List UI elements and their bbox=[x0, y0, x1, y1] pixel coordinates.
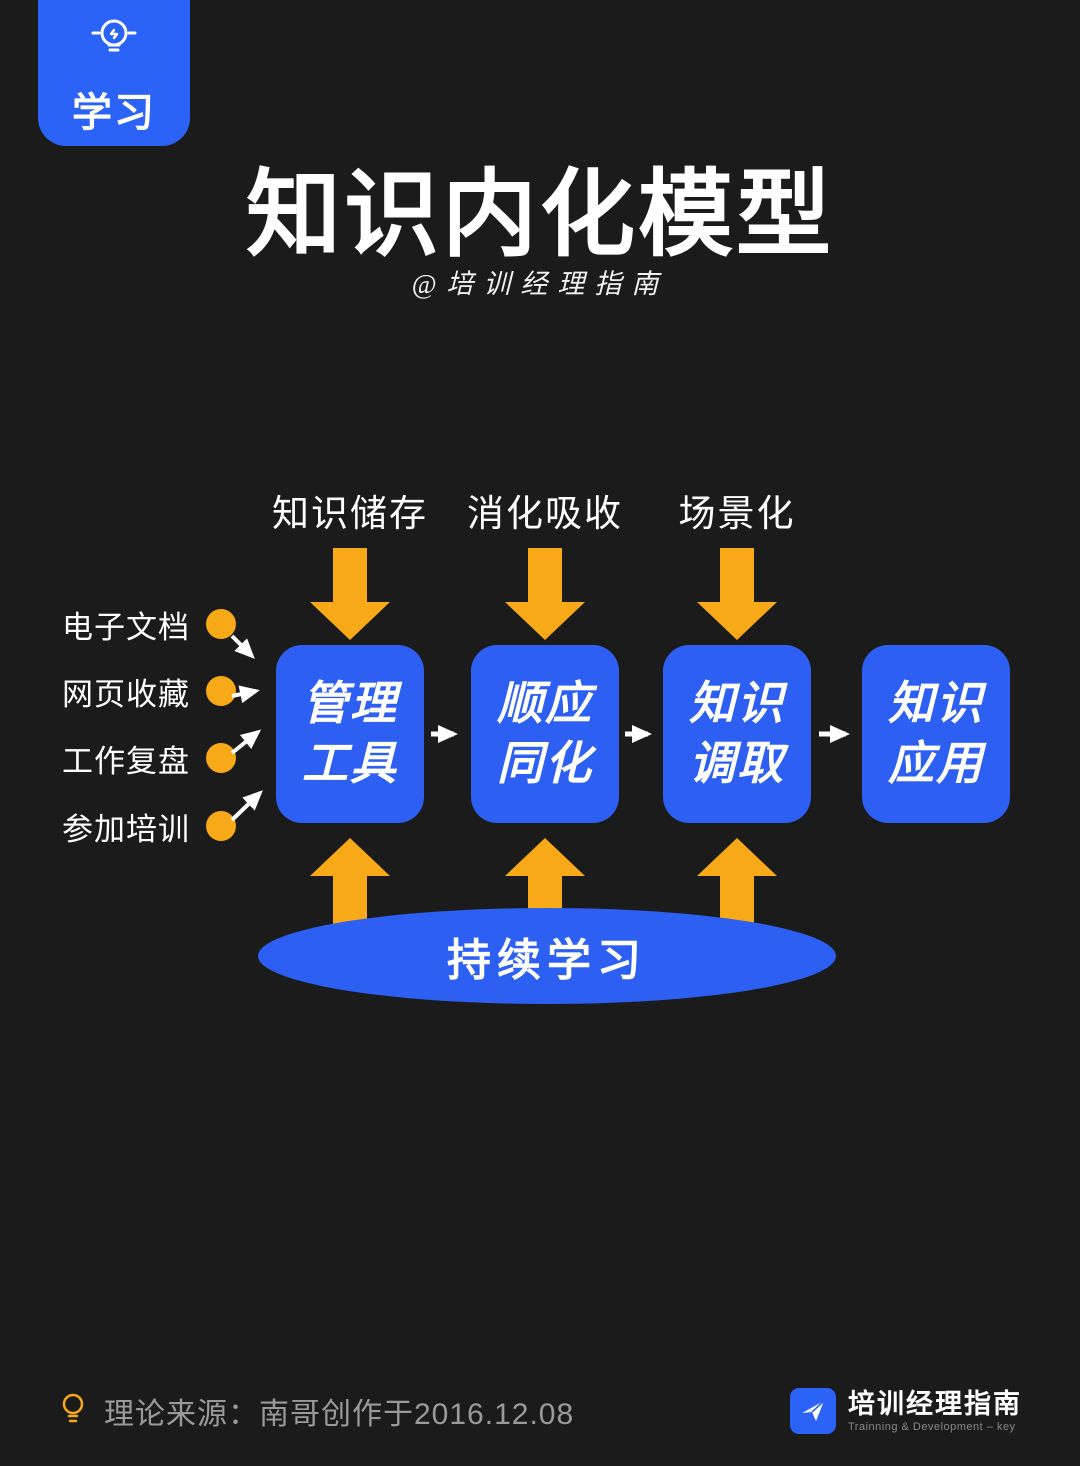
input-label: 工作复盘 bbox=[62, 743, 190, 779]
down-arrow-3 bbox=[697, 548, 777, 640]
brand-block: 培训经理指南 Trainning & Development – key bbox=[790, 1388, 1022, 1434]
box-text-line: 调取 bbox=[689, 737, 785, 789]
source-text: 理论来源：南哥创作于2016.12.08 bbox=[104, 1398, 575, 1431]
column-label-digest: 消化吸收 bbox=[467, 493, 623, 534]
process-box-assimilate: 顺应 同化 bbox=[471, 645, 619, 823]
down-arrow-1 bbox=[310, 548, 390, 640]
input-row-review: 工作复盘 bbox=[62, 740, 236, 779]
bullet-dot-icon bbox=[206, 609, 236, 639]
down-arrow-2 bbox=[505, 548, 585, 640]
badge-label: 学习 bbox=[72, 90, 156, 135]
process-box-apply: 知识 应用 bbox=[862, 645, 1010, 823]
box-text-line: 同化 bbox=[497, 737, 593, 789]
column-label-storage: 知识储存 bbox=[272, 493, 428, 534]
brand-subtitle: Trainning & Development – key bbox=[848, 1420, 1016, 1433]
bullet-dot-icon bbox=[206, 676, 236, 706]
box-text-line: 知识 bbox=[888, 677, 984, 730]
input-row-training: 参加培训 bbox=[62, 808, 236, 847]
brand-name: 培训经理指南 bbox=[848, 1389, 1022, 1420]
input-label: 网页收藏 bbox=[62, 676, 190, 712]
page-subtitle: @培训经理指南 bbox=[411, 269, 669, 299]
bulb-icon bbox=[58, 1392, 88, 1431]
box-text-line: 知识 bbox=[689, 677, 785, 730]
input-row-bookmarks: 网页收藏 bbox=[62, 673, 236, 712]
box-text-line: 顺应 bbox=[497, 677, 593, 730]
continuous-learning-ellipse: 持续学习 bbox=[258, 908, 836, 1004]
input-arrow-4 bbox=[230, 790, 263, 822]
box-text-line: 管理 bbox=[302, 677, 398, 730]
bullet-dot-icon bbox=[206, 743, 236, 773]
input-label: 电子文档 bbox=[62, 609, 190, 645]
input-row-edocs: 电子文档 bbox=[62, 606, 236, 645]
footer: 理论来源：南哥创作于2016.12.08 培训经理指南 Trainning & … bbox=[0, 1378, 1080, 1444]
process-box-manage-tools: 管理 工具 bbox=[276, 645, 424, 823]
bullet-dot-icon bbox=[206, 811, 236, 841]
box-text-line: 工具 bbox=[302, 737, 398, 789]
page-title: 知识内化模型 bbox=[245, 162, 834, 268]
category-badge: 学习 bbox=[38, 0, 190, 146]
ellipse-label: 持续学习 bbox=[447, 936, 647, 985]
lightbulb-icon bbox=[85, 9, 143, 72]
input-label: 参加培训 bbox=[62, 811, 190, 847]
box-text-line: 应用 bbox=[888, 737, 984, 789]
brand-logo-icon bbox=[790, 1388, 836, 1434]
process-box-retrieve: 知识 调取 bbox=[663, 645, 811, 823]
column-label-scene: 场景化 bbox=[678, 493, 796, 534]
